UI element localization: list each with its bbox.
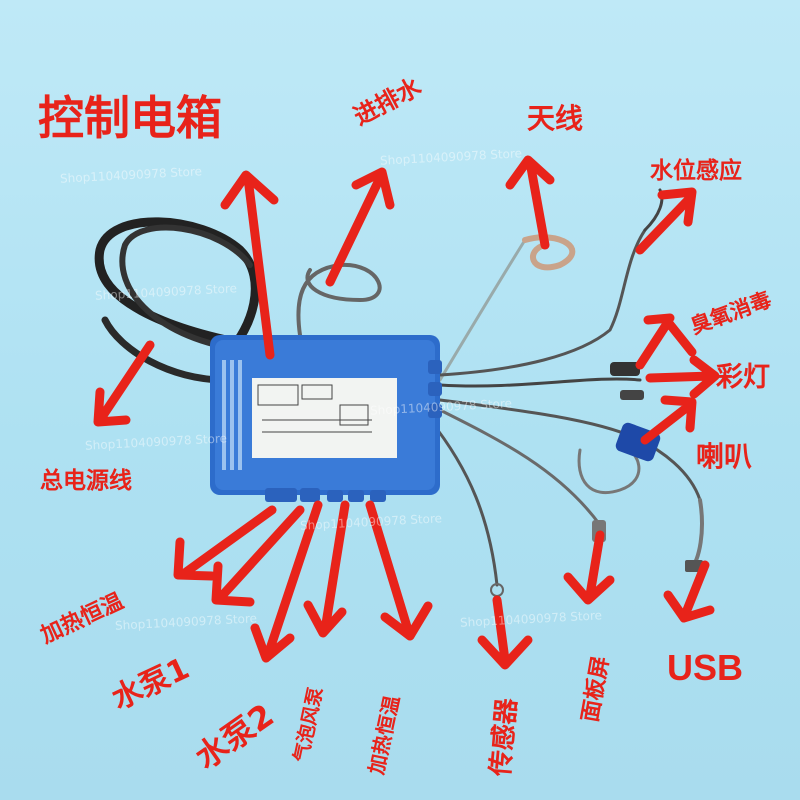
pointer-arrows — [93, 155, 720, 670]
label-antenna: 天线 — [527, 102, 584, 135]
label-main-power: 总电源线 — [40, 468, 132, 494]
label-sensor: 传感器 — [486, 697, 523, 778]
label-color-light: 彩灯 — [716, 362, 770, 393]
label-usb: USB — [667, 647, 744, 688]
label-control-box: 控制电箱 — [38, 91, 222, 145]
label-speaker: 喇叭 — [696, 440, 753, 473]
label-water-level: 水位感应 — [650, 158, 742, 184]
control-box — [210, 335, 442, 502]
